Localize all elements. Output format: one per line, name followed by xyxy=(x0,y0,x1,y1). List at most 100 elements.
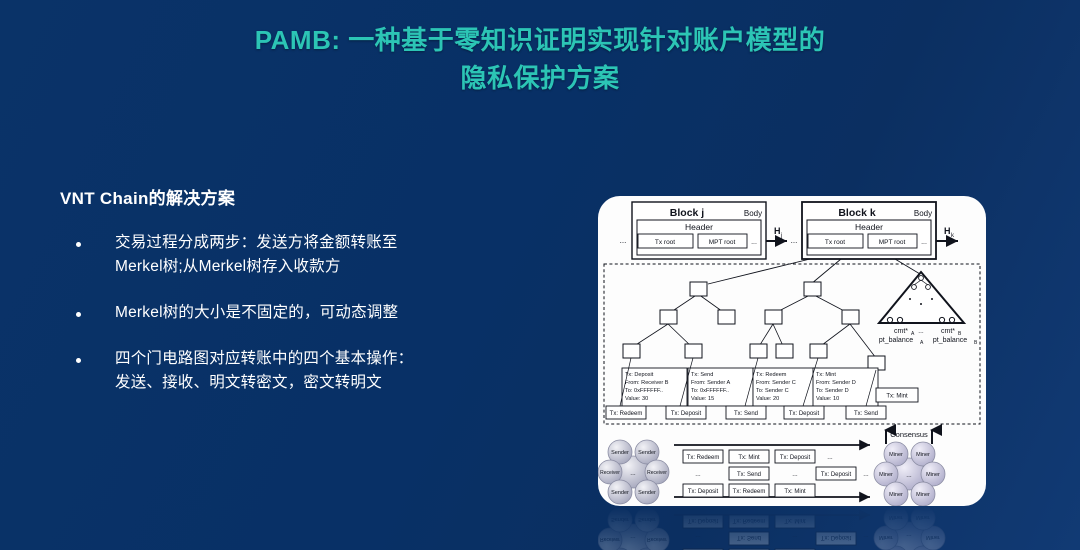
mempool-tx-label: Tx: Deposit xyxy=(688,489,719,495)
merkle-tree-triangle: cmt* A ... cmt* B pt_balance A pt_balanc… xyxy=(876,270,978,346)
miner-node-label: Miner xyxy=(879,534,893,540)
block-k-body-label: Body xyxy=(914,209,932,218)
merkle-right-balance: pt_balance xyxy=(933,337,967,344)
mempool-tx-label: Tx: Send xyxy=(737,534,761,540)
merkle-right-cmt: cmt* xyxy=(941,328,955,335)
list-item: 交易过程分成两步：发送方将金额转账至 Merkel树;从Merkel树存入收款方 xyxy=(60,231,570,279)
miner-node-label: Miner xyxy=(926,472,940,478)
user-node-label: Sender xyxy=(638,516,656,522)
merkle-left-cmt: cmt* xyxy=(894,328,908,335)
tx-leaf-label: Tx: Deposit xyxy=(789,411,820,417)
miner-node-label: Miner xyxy=(879,472,893,478)
mempool-ellipsis: ... xyxy=(695,471,701,478)
mempool-tx-label: Tx: Deposit xyxy=(688,517,719,523)
blockchain-diagram: Block j Body Header ... Tx root MPT root… xyxy=(598,201,981,506)
blockchain-diagram-card: Block j Body Header ... Tx root MPT root… xyxy=(598,196,986,506)
block-k-ellipsis-left: ... xyxy=(791,236,798,245)
bullet-line: Merkel树的大小是不固定的，可动态调整 xyxy=(115,304,399,322)
bullet-dot-icon xyxy=(76,242,81,247)
tx-detail-from: From: Sender D xyxy=(816,380,856,386)
tx-merkle-tree xyxy=(622,281,886,371)
block-j-hash-label: H xyxy=(774,226,781,236)
tx-detail-from: From: Sender A xyxy=(691,380,730,386)
block-j-body-label: Body xyxy=(744,209,762,218)
tx-detail-box-deposit: Tx: Deposit From: Receiver B To: 0xFFFFF… xyxy=(621,367,688,407)
content-column: VNT Chain的解决方案 交易过程分成两步：发送方将金额转账至 Merkel… xyxy=(60,184,570,417)
tx-leaf-extra-box: Tx: Mint xyxy=(875,387,919,403)
miner-node-label: Miner xyxy=(926,534,940,540)
tx-detail-type: Tx: Send xyxy=(691,372,713,378)
tx-detail-from: From: Receiver B xyxy=(625,380,669,386)
consensus-group: Consensus xyxy=(884,424,942,444)
mempool-tx-label: Tx: Redeem xyxy=(733,489,766,495)
block-j-ellipsis-left: ... xyxy=(620,236,627,245)
mempool-tx-label: Tx: Send xyxy=(737,472,761,478)
user-node-cluster: ... Sender Sender Receiver Receiver Send… xyxy=(598,439,670,505)
user-node-label: Sender xyxy=(611,450,629,456)
tx-detail-box-send: Tx: Send From: Sender A To: 0xFFFFFF.. V… xyxy=(687,367,754,407)
tx-detail-box-redeem: Tx: Redeem From: Sender C To: Sender C V… xyxy=(752,367,819,407)
miner-node-label: Miner xyxy=(889,492,903,498)
bullet-text: 四个门电路图对应转账中的四个基本操作： 发送、接收、明文转密文，密文转明文 xyxy=(115,347,413,395)
merkle-right-cmt-sub: B xyxy=(958,331,962,337)
tx-leaf-row: Tx: Redeem Tx: Deposit Tx: Send Tx: Depo… xyxy=(605,357,887,420)
block-j: Block j Body Header ... Tx root MPT root… xyxy=(620,201,787,260)
bullet-text: 交易过程分成两步：发送方将金额转账至 Merkel树;从Merkel树存入收款方 xyxy=(115,231,398,279)
bullet-dot-icon xyxy=(76,312,81,318)
tx-leaf-label: Tx: Redeem xyxy=(610,411,643,417)
mempool-ellipsis: ... xyxy=(792,534,798,541)
merkle-left-cmt-sub: A xyxy=(911,331,915,337)
block-body-expansion-region xyxy=(603,263,981,425)
merkle-left-balance-sub: A xyxy=(920,340,924,346)
merkle-right-balance-sub: B xyxy=(974,340,978,346)
title-line-1: PAMB: 一种基于零知识证明实现针对账户模型的 xyxy=(254,25,826,55)
block-j-header-label: Header xyxy=(685,222,713,232)
mempool-ellipsis: ... xyxy=(827,454,833,461)
tx-detail-type: Tx: Deposit xyxy=(625,372,654,378)
user-node-label: Receiver xyxy=(647,470,667,476)
mempool-tx-label: Tx: Redeem xyxy=(733,517,766,523)
block-j-title: Block j xyxy=(670,207,705,219)
tx-leaf-extra-label: Tx: Mint xyxy=(886,394,908,400)
mempool-ellipsis: ... xyxy=(863,471,869,478)
merkle-ellipsis: ... xyxy=(918,328,924,335)
block-k-mpt-root: MPT root xyxy=(879,239,906,246)
user-node-label: Receiver xyxy=(647,536,667,542)
mempool-ellipsis: ... xyxy=(695,534,701,541)
block-j-tx-root: Tx root xyxy=(655,239,675,246)
list-item: Merkel树的大小是不固定的，可动态调整 xyxy=(60,301,570,325)
block-j-mpt-root: MPT root xyxy=(709,239,736,246)
mempool-tx-label: Tx: Deposit xyxy=(821,472,852,478)
mempool-tx-label: Tx: Deposit xyxy=(780,455,811,461)
block-k-tx-root: Tx root xyxy=(825,239,845,246)
bullet-line: 四个门电路图对应转账中的四个基本操作： xyxy=(115,350,414,368)
diagram-reflection-svg: Block j Body Header ... Tx root MPT root… xyxy=(598,506,946,550)
miner-node-label: Miner xyxy=(889,452,903,458)
miner-node-label: Miner xyxy=(916,492,930,498)
miner-node-label: Miner xyxy=(916,452,930,458)
miner-node-cluster: ... Miner Miner Miner Miner Miner Miner xyxy=(873,441,946,506)
mempool-ellipsis: ... xyxy=(863,534,869,541)
miner-node-center-label: ... xyxy=(906,533,912,540)
tx-leaf-label: Tx: Send xyxy=(734,411,758,417)
mempool-tx-grid: Tx: Redeem Tx: Mint Tx: Deposit ... ... … xyxy=(682,449,869,498)
block-j-ellipsis-right: ... xyxy=(751,239,757,246)
network-flow-arrows xyxy=(674,509,870,521)
diagram-reflection: Block j Body Header ... Tx root MPT root… xyxy=(598,506,986,550)
mempool-tx-label: Tx: Mint xyxy=(738,455,760,461)
slide-title: PAMB: 一种基于零知识证明实现针对账户模型的 隐私保护方案 xyxy=(0,22,1080,97)
merkle-left-balance: pt_balance xyxy=(879,337,913,344)
tx-detail-box-mint: Tx: Mint From: Sender D To: Sender D Val… xyxy=(812,367,879,407)
user-node-cluster: ... Sender Sender Receiver Receiver Send… xyxy=(598,507,670,550)
tx-detail-type: Tx: Mint xyxy=(816,372,836,378)
block-k-ellipsis-right: ... xyxy=(921,239,927,246)
user-node-label: Receiver xyxy=(600,470,620,476)
miner-node-label: Miner xyxy=(916,514,930,520)
bullet-text: Merkel树的大小是不固定的，可动态调整 xyxy=(115,301,398,325)
tx-detail-type: Tx: Redeem xyxy=(756,372,787,378)
bullet-line: Merkel树;从Merkel树存入收款方 xyxy=(115,258,341,276)
tx-detail-value: Value: 15 xyxy=(691,396,714,402)
tx-detail-to: To: 0xFFFFFF.. xyxy=(691,388,729,394)
section-heading: VNT Chain的解决方案 xyxy=(60,189,236,208)
diagram-reflection-inner: Block j Body Header ... Tx root MPT root… xyxy=(598,506,986,550)
